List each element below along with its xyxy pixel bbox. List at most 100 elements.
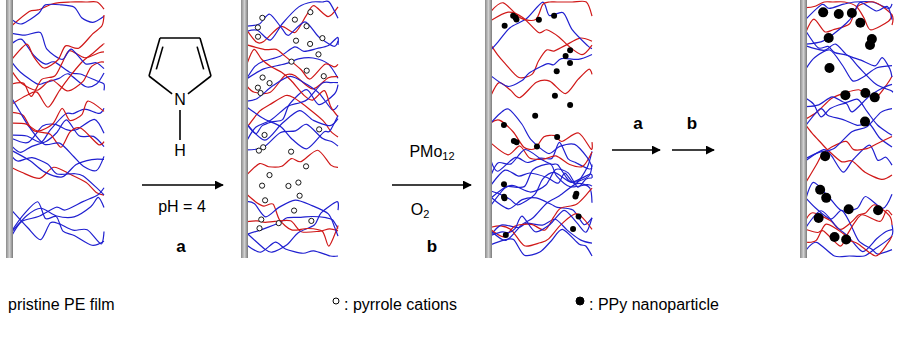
pe-film: [6, 0, 104, 258]
pyrrole-cation: [317, 127, 322, 132]
polymer-chain: [12, 4, 104, 24]
pyrrole-cation: [304, 68, 309, 73]
ppy-nanoparticle: [503, 232, 509, 238]
ppy-nanoparticle: [860, 117, 870, 127]
ppy-nanoparticle: [576, 214, 582, 220]
substrate-bar: [485, 0, 492, 258]
polymer-chain: [491, 183, 592, 240]
polymer-chain: [491, 54, 592, 86]
polymer-chain: [491, 169, 592, 205]
polymer-chain: [806, 145, 892, 172]
polymer-chain: [806, 84, 892, 117]
bond-line: [156, 47, 163, 70]
polymer-chain: [806, 44, 892, 77]
polymer-chain: [491, 1, 592, 20]
legend-symbol: [576, 297, 584, 305]
polymer-chain: [247, 194, 338, 246]
polymer-chain: [12, 101, 104, 131]
pyrrole-cation: [296, 180, 301, 185]
pyrrole-cation: [267, 81, 272, 86]
pyrrole-structure: [149, 38, 211, 140]
bond-line: [200, 38, 211, 76]
polymer-chain: [247, 1, 338, 40]
pyrrole-cation: [321, 74, 326, 79]
polymer-chain: [491, 38, 592, 78]
pyrrole-cation: [293, 38, 298, 43]
polymer-chain: [247, 242, 338, 256]
ppy-nanoparticle: [511, 138, 517, 144]
pyrrole-cation: [255, 34, 260, 39]
legend-text: : pyrrole cations: [344, 296, 457, 314]
ppy-nanoparticle: [563, 53, 569, 59]
ppy-nanoparticle: [820, 151, 830, 161]
polymer-chain: [806, 109, 892, 159]
ppy-nanoparticle: [501, 181, 507, 187]
polymer-chain: [806, 205, 892, 230]
pyrrole-cation: [262, 132, 267, 137]
pyrrole-cation: [308, 10, 313, 15]
ppy-nanoparticle: [567, 60, 573, 66]
pyrrole-cation: [307, 41, 312, 46]
pyrrole-cation: [267, 172, 272, 177]
polymer-chain: [491, 188, 592, 237]
ppy-nanoparticle: [860, 88, 870, 98]
polymer-chain: [491, 197, 592, 224]
polymer-chain: [806, 31, 893, 92]
legend-symbol: [333, 298, 339, 304]
ppy-nanoparticle: [844, 204, 854, 214]
ppy-nanoparticle: [840, 90, 850, 100]
ppy-nanoparticle: [502, 195, 508, 201]
polymer-chain: [247, 216, 338, 234]
pyrrole-cation: [292, 17, 297, 22]
polymer-chain: [806, 198, 892, 254]
ppy-nanoparticle: [536, 17, 542, 23]
polymer-chain: [247, 200, 338, 236]
polymer-chain: [247, 124, 338, 150]
bond-line: [179, 110, 181, 140]
reaction-label: b: [687, 115, 697, 134]
ppy-nanoparticle: [855, 18, 865, 28]
pyrrole-cation: [309, 218, 314, 223]
ppy-nanoparticle: [873, 205, 883, 215]
polymer-chain: [12, 39, 104, 90]
polymer-chain: [806, 2, 893, 32]
pyrrole-cation: [257, 226, 262, 231]
ppy-nanoparticle: [865, 40, 875, 50]
reaction-label: a: [176, 238, 185, 257]
ppy-nanoparticle: [814, 213, 824, 223]
ppy-nanoparticle: [841, 235, 851, 245]
ppy-nanoparticle: [815, 185, 825, 195]
pyrrole-cation: [262, 198, 267, 203]
polymer-chain: [247, 85, 338, 134]
polymer-chain: [491, 142, 592, 171]
polymer-chain: [12, 32, 104, 69]
ppy-nanoparticle: [570, 226, 576, 232]
legend-text: : PPy nanoparticle: [589, 296, 719, 314]
polymer-chain: [806, 76, 892, 119]
ppy-nanoparticle: [847, 8, 857, 18]
polymer-chain: [806, 2, 892, 30]
polymer-chain: [247, 6, 338, 43]
polymer-chain: [12, 15, 104, 68]
polymer-chain: [806, 225, 893, 257]
polymer-chain: [491, 69, 592, 98]
substrate-bar: [800, 0, 807, 258]
pyrrole-cation: [291, 208, 296, 213]
reaction-arrow: [672, 149, 714, 151]
substrate-bar: [6, 0, 13, 258]
polymer-chain: [12, 112, 104, 147]
bond-line: [197, 47, 204, 70]
polymer-chain: [806, 2, 892, 44]
ppy-nanoparticle: [501, 122, 507, 128]
reaction-label: PMo12: [409, 143, 454, 161]
pyrrole-cation: [316, 52, 321, 57]
pe-film: [485, 0, 592, 258]
polymer-chain: [491, 229, 592, 256]
ppy-nanoparticle: [534, 143, 540, 149]
pyrrole-cation: [276, 221, 281, 226]
pyrrole-cation: [304, 24, 309, 29]
ppy-nanoparticle: [551, 13, 557, 19]
reaction-label: b: [427, 238, 437, 257]
reaction-label: a: [633, 115, 642, 134]
